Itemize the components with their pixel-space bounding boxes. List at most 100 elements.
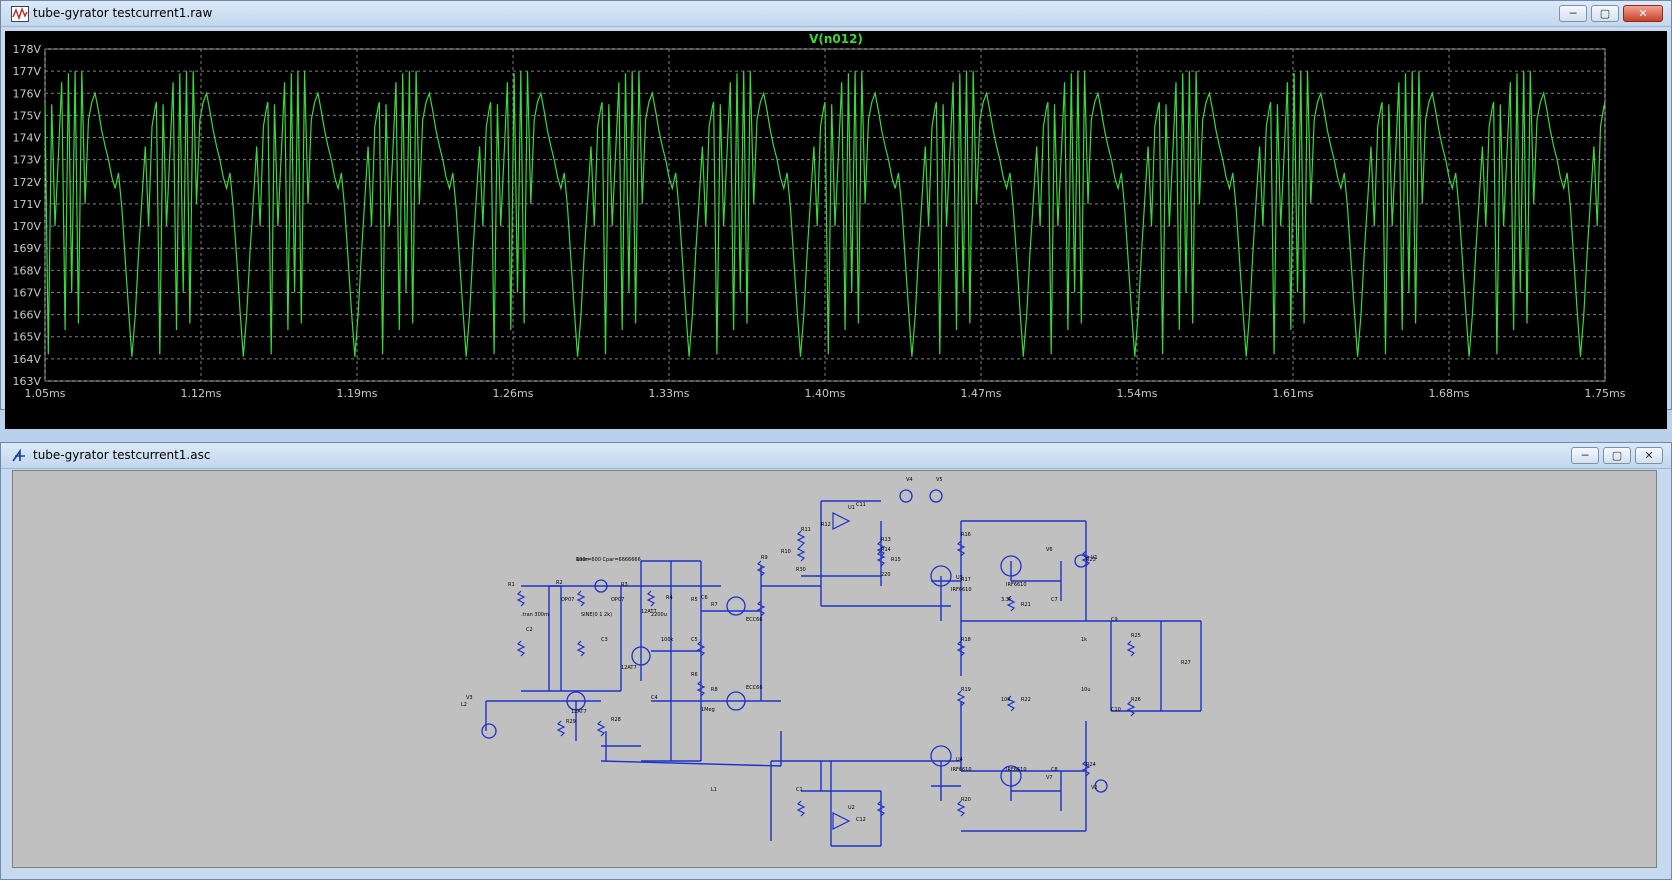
component-label: V6 (1046, 547, 1053, 553)
y-tick-label: 171V (12, 198, 41, 211)
active-device-symbol (929, 489, 943, 503)
maximize-button[interactable]: ▢ (1591, 5, 1619, 22)
trace-group (44, 71, 1606, 357)
component-label: R9 (761, 555, 768, 561)
component-label: R15 (891, 557, 901, 563)
x-tick-label: 1.40ms (805, 387, 846, 400)
series-line-vn012 (44, 71, 1606, 357)
resistor (576, 640, 586, 657)
close-button[interactable]: ✕ (1623, 5, 1663, 22)
resistor (696, 680, 706, 697)
y-tick-label: 166V (12, 309, 41, 322)
component-label: R5 (691, 597, 698, 603)
component-label: 3.3k (1001, 597, 1012, 603)
component-label: C3 (601, 637, 608, 643)
component-label: U4 (956, 757, 963, 763)
resistor (1081, 760, 1091, 777)
component-label: SINE(0 1 2k) (581, 612, 612, 618)
component-label: R24 (1086, 762, 1096, 768)
component-label: 100n (576, 557, 589, 563)
component-label: V2 (1091, 785, 1098, 791)
component-label: C1 (796, 787, 803, 793)
close-button[interactable]: ✕ (1635, 447, 1663, 464)
waveform-chart[interactable]: 178V177V176V175V174V173V172V171V170V169V… (5, 31, 1667, 429)
y-tick-label: 164V (12, 353, 41, 366)
component-label: R12 (821, 522, 831, 528)
component-label: R8 (711, 687, 718, 693)
component-label: R7 (711, 602, 718, 608)
component-label: 10k (1001, 697, 1010, 703)
op-amp-symbol (832, 812, 851, 830)
resistor (596, 720, 606, 737)
component-label: R14 (881, 547, 891, 553)
component-label: R16 (961, 532, 971, 538)
component-label: C12 (856, 817, 866, 823)
resistor (956, 690, 966, 707)
waveform-viewer-icon (11, 6, 29, 22)
component-label: OP07 (561, 597, 574, 603)
component-label: C5 (691, 637, 698, 643)
resistor (556, 720, 566, 737)
active-device-symbol (899, 489, 913, 503)
y-tick-label: 167V (12, 286, 41, 299)
component-label: R18 (961, 637, 971, 643)
active-device-symbol (631, 646, 651, 666)
x-tick-label: 1.19ms (337, 387, 378, 400)
circuit-components (481, 489, 1136, 830)
circuit-diagram[interactable]: Rser=600 Cpar=6666666Rser=600 Cpar=66666… (13, 465, 1656, 867)
circuit-wires (485, 500, 1202, 847)
schematic-icon (12, 448, 25, 462)
component-label: U1 (848, 505, 855, 511)
component-label: R27 (1181, 660, 1191, 666)
component-label: R10 (781, 549, 791, 555)
x-tick-label: 1.54ms (1117, 387, 1158, 400)
component-label: C4 (651, 695, 658, 701)
component-label: R22 (1021, 697, 1031, 703)
plot-window-title: tube-gyrator testcurrent1.raw (33, 6, 213, 20)
x-tick-label: 1.68ms (1429, 387, 1470, 400)
minimize-button[interactable]: ─ (1559, 5, 1587, 22)
schematic-canvas[interactable]: Rser=600 Cpar=6666666Rser=600 Cpar=66666… (12, 465, 1657, 868)
y-tick-label: 168V (12, 264, 41, 277)
y-axis-ticks: 178V177V176V175V174V173V172V171V170V169V… (12, 43, 41, 388)
component-label: 12AT7 (571, 709, 587, 715)
component-label: R1 (508, 582, 515, 588)
plot-window-titlebar[interactable]: tube-gyrator testcurrent1.raw ─ ▢ ✕ (1, 1, 1671, 27)
active-device-symbol (726, 596, 746, 616)
component-label: Rser=600 Cpar=6666666 (576, 557, 641, 563)
component-label: R13 (881, 537, 891, 543)
minimize-button[interactable]: ─ (1571, 447, 1599, 464)
resistor (756, 600, 766, 617)
component-label: R3 (621, 582, 628, 588)
resistor (876, 800, 886, 817)
y-tick-label: 169V (12, 242, 41, 255)
component-label: IRF6610 (1006, 582, 1027, 588)
x-tick-label: 1.05ms (25, 387, 66, 400)
active-device-symbol (1000, 555, 1022, 577)
resistor (516, 590, 526, 607)
schematic-window-titlebar[interactable]: tube-gyrator testcurrent1.asc ─ ▢ ✕ (1, 443, 1671, 469)
x-tick-label: 1.61ms (1273, 387, 1314, 400)
resistor (876, 540, 886, 557)
resistor (1126, 700, 1136, 717)
active-device-symbol (930, 565, 952, 587)
plot-window: tube-gyrator testcurrent1.raw ─ ▢ ✕ 178V… (0, 0, 1672, 429)
component-label: 2200u (651, 612, 667, 618)
component-label: OP07 (611, 597, 624, 603)
maximize-button[interactable]: ▢ (1603, 447, 1631, 464)
component-label: C9 (1111, 617, 1118, 623)
chart-title[interactable]: V(n012) (809, 32, 863, 46)
component-label: R20 (961, 797, 971, 803)
component-label: C8 (1051, 767, 1058, 773)
component-label: R2 (556, 580, 563, 586)
component-label: ECC66 (746, 617, 763, 623)
component-label: 12AT7 (641, 609, 657, 615)
active-device-symbol (726, 691, 746, 711)
component-label: R25 (1131, 633, 1141, 639)
component-label: R30 (796, 567, 806, 573)
component-label: L1 (711, 787, 717, 793)
component-label: V4 (906, 477, 913, 483)
resistor (796, 545, 806, 562)
